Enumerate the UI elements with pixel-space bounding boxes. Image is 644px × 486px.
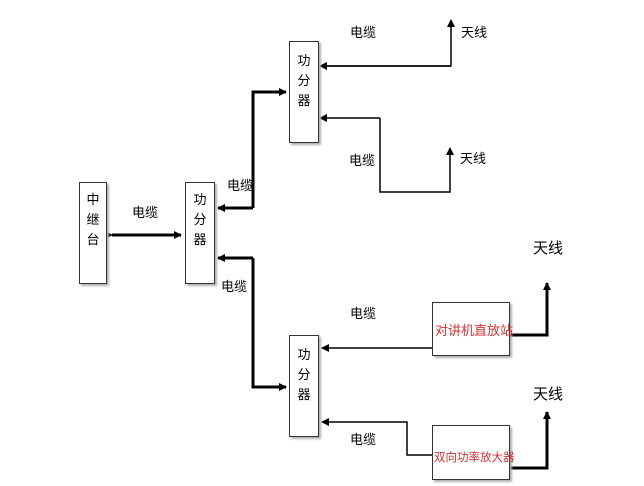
splitter-main-block: 功分器 — [185, 182, 215, 284]
cable-main-to-bottom — [251, 258, 287, 391]
cable-label-repeater: 电缆 — [350, 307, 377, 322]
splitter-main-label: 功分器 — [193, 193, 207, 248]
cable-repeater-antenna — [510, 282, 551, 337]
cable-label-main-down: 电缆 — [221, 280, 248, 295]
cable-bottom-amplifier — [321, 418, 432, 456]
cable-label-top: 电缆 — [350, 26, 377, 41]
antenna-label-4: 天线 — [533, 385, 564, 403]
antenna-label-3: 天线 — [533, 239, 564, 257]
splitter-bottom-block: 功分器 — [289, 335, 319, 437]
cable-label-main-up: 电缆 — [227, 179, 254, 194]
relay-block: 中继台 — [79, 182, 107, 284]
amplifier-block: 双向功率放大器 — [432, 425, 515, 480]
cable-main-to-top — [251, 88, 287, 208]
splitter-top-block: 功分器 — [289, 41, 319, 143]
repeater-block: 对讲机直放站 — [432, 302, 514, 356]
cable-top-antenna-2 — [379, 118, 454, 193]
repeater-label: 对讲机直放站 — [435, 324, 514, 339]
cable-label-top-2: 电缆 — [349, 154, 376, 169]
amplifier-label: 双向功率放大器 — [434, 450, 515, 464]
cable-top-antenna-1 — [322, 19, 455, 67]
relay-label: 中继台 — [86, 193, 100, 248]
cable-label-relay: 电缆 — [132, 206, 159, 221]
antenna-label-1: 天线 — [461, 26, 488, 41]
cable-amplifier-antenna — [510, 411, 551, 470]
antenna-label-2: 天线 — [460, 152, 487, 167]
cable-label-amplifier: 电缆 — [350, 433, 377, 448]
splitter-top-label: 功分器 — [297, 54, 311, 109]
splitter-bottom-label: 功分器 — [297, 348, 311, 403]
